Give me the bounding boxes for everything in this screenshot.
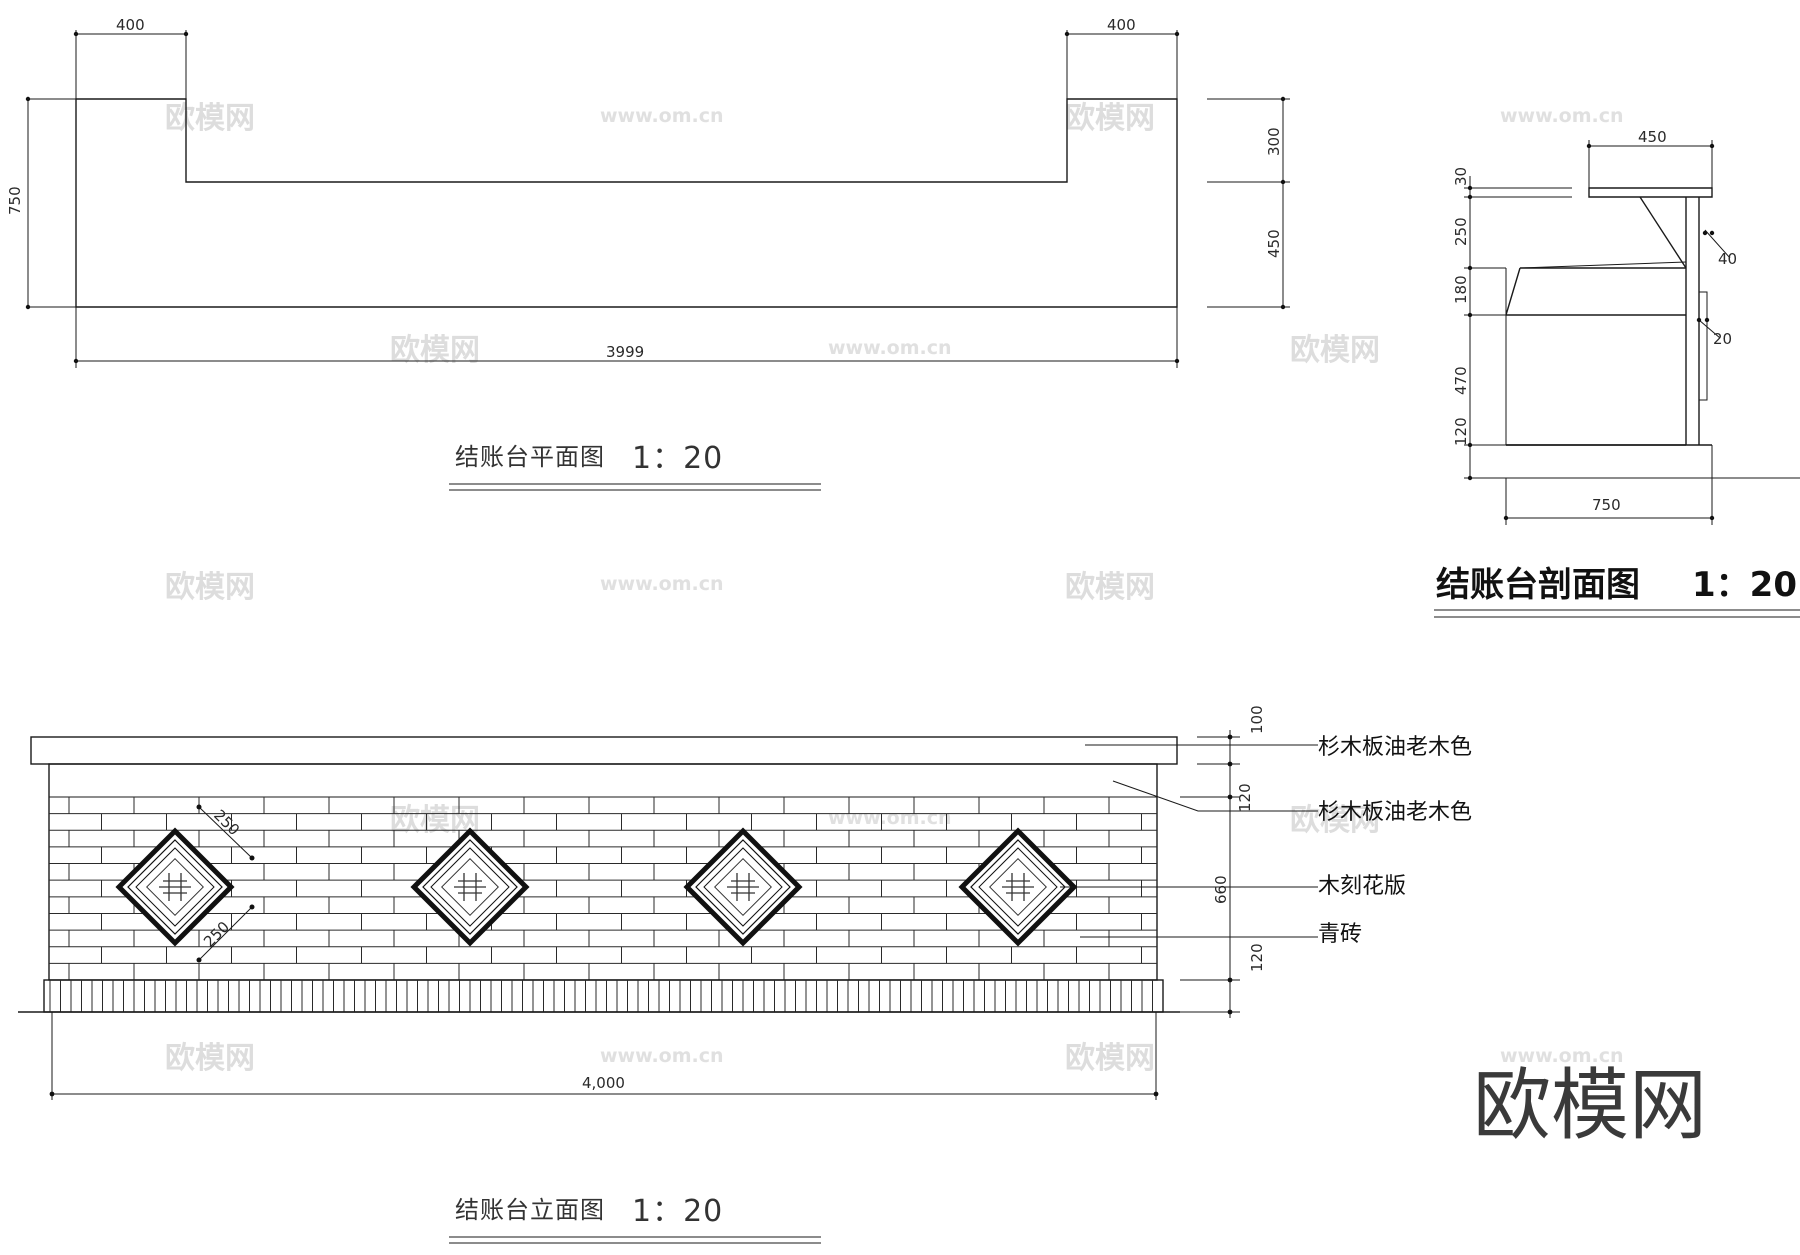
plan-dim-right-top: 400: [1107, 16, 1136, 34]
elevation-dim-panel-a: 250: [210, 806, 243, 839]
carved-panel: [683, 827, 803, 947]
section-dim-120: 120: [1452, 417, 1470, 446]
watermark-text: 欧模网: [165, 101, 255, 136]
callout-top-trim: 杉木板油老木色: [1318, 800, 1472, 825]
watermark-url: www.om.cn: [828, 807, 952, 829]
elevation-dim-120-bottom: 120: [1248, 943, 1266, 972]
plan-dim-left-top: 400: [116, 16, 145, 34]
section-view: 30 250 180 470 120 450 750 40 20 结账台剖面图 …: [1434, 128, 1800, 618]
watermark-url: www.om.cn: [600, 1045, 724, 1067]
plan-dim-length: 3999: [606, 343, 644, 361]
brand-logo: 欧模网: [1473, 1061, 1707, 1151]
carved-panel: [115, 827, 235, 947]
watermark-text: 欧模网: [390, 333, 480, 368]
callout-top-board: 杉木板油老木色: [1318, 735, 1472, 760]
brick-wall: [49, 797, 1157, 980]
watermark-url: www.om.cn: [600, 105, 724, 127]
plan-view: 400 400 750 300 450 3999 结账台平面图 1：20: [6, 16, 1290, 491]
watermark-url: www.om.cn: [828, 337, 952, 359]
elevation-dim-660: 660: [1212, 875, 1230, 904]
carved-panel: [410, 827, 530, 947]
plan-scale: 1：20: [632, 441, 723, 476]
section-dim-top-width: 450: [1638, 128, 1667, 146]
elevation-dim-panel-b: 250: [200, 918, 233, 951]
watermark-text: 欧模网: [1290, 803, 1380, 838]
watermark-layer: 欧模网 www.om.cn 欧模网 www.om.cn 欧模网 www.om.c…: [165, 101, 1624, 1076]
carved-panels: [115, 827, 1078, 947]
section-dim-250: 250: [1452, 217, 1470, 246]
section-dim-top-thick: 30: [1452, 167, 1470, 186]
section-scale: 1：20: [1692, 565, 1797, 605]
section-dim-180: 180: [1452, 275, 1470, 304]
section-title: 结账台剖面图: [1436, 565, 1640, 605]
plan-title: 结账台平面图: [455, 443, 605, 471]
watermark-text: 欧模网: [390, 803, 480, 838]
elevation-title: 结账台立面图: [455, 1196, 605, 1224]
section-dim-bottom-width: 750: [1592, 496, 1621, 514]
elevation-view: 250 250 100 120 660 120 4,000 杉木板油老木色 杉木…: [18, 705, 1472, 1244]
section-dim-40: 40: [1718, 250, 1737, 268]
section-dim-470: 470: [1452, 366, 1470, 395]
callout-blue-brick: 青砖: [1318, 922, 1362, 947]
plan-dim-height: 750: [6, 186, 24, 215]
watermark-text: 欧模网: [165, 1041, 255, 1076]
elevation-top-slab: [30, 736, 1178, 765]
watermark-url: www.om.cn: [600, 573, 724, 595]
elevation-dim-length: 4,000: [582, 1074, 625, 1092]
watermark-text: 欧模网: [1065, 101, 1155, 136]
elevation-scale: 1：20: [632, 1194, 723, 1229]
watermark-url: www.om.cn: [1500, 105, 1624, 127]
carved-panel: [958, 827, 1078, 947]
watermark-text: 欧模网: [1065, 570, 1155, 605]
section-dim-20: 20: [1713, 330, 1732, 348]
plan-dim-right-lower: 450: [1265, 229, 1283, 258]
callout-carved-panel: 木刻花版: [1318, 874, 1406, 899]
plan-dim-right-upper: 300: [1265, 127, 1283, 156]
watermark-text: 欧模网: [165, 570, 255, 605]
watermark-text: 欧模网: [1290, 333, 1380, 368]
elevation-dim-100: 100: [1248, 705, 1266, 734]
watermark-text: 欧模网: [1065, 1041, 1155, 1076]
plinth-bricks: [49, 980, 1153, 1012]
watermark-url: www.om.cn: [1500, 1045, 1624, 1067]
elevation-dim-120-top: 120: [1236, 783, 1254, 812]
